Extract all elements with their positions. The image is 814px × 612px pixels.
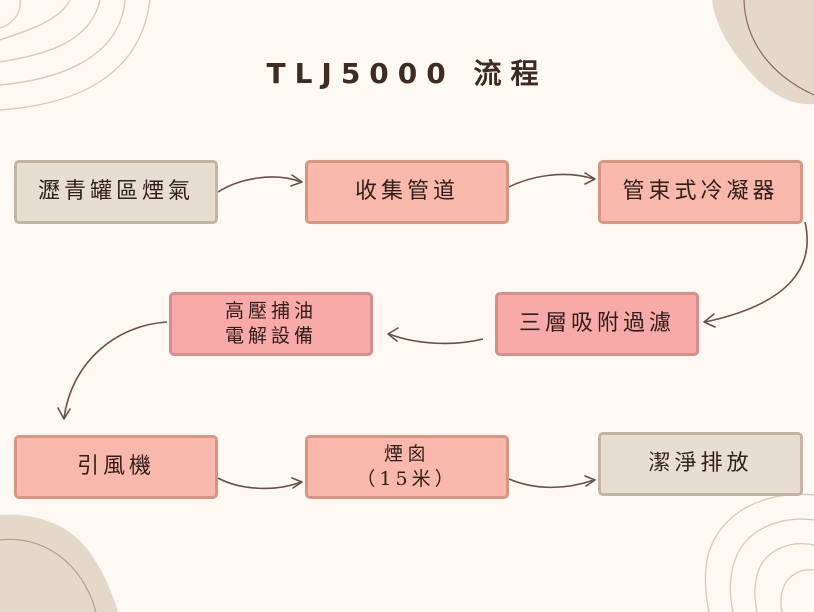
contour-lines-top-right xyxy=(743,0,814,96)
node-induced-draft-fan: 引風機 xyxy=(14,435,218,499)
node-high-voltage-oil-capture: 高壓捕油 電解設備 xyxy=(169,292,373,356)
node-label: 收集管道 xyxy=(354,179,459,204)
node-label: 潔淨排放 xyxy=(648,451,753,476)
node-label: 管束式冷凝器 xyxy=(622,179,779,204)
node-collection-duct: 收集管道 xyxy=(305,160,509,224)
arrow-n4-n5 xyxy=(387,327,484,345)
node-label: 三層吸附過濾 xyxy=(518,311,675,336)
contour-lines-bottom-left xyxy=(0,538,97,612)
node-chimney: 煙囪 （15米） xyxy=(305,435,509,499)
node-label: 瀝青罐區煙氣 xyxy=(37,179,194,204)
arrow-n2-n3 xyxy=(502,172,596,191)
arrow-n5-n6 xyxy=(57,321,168,420)
node-label: 引風機 xyxy=(76,454,155,479)
node-label-line-2: （15米） xyxy=(356,468,458,490)
node-clean-emission: 潔淨排放 xyxy=(598,432,803,496)
node-label-line-1: 煙囪 xyxy=(383,443,430,465)
node-three-layer-adsorption-filter: 三層吸附過濾 xyxy=(495,292,699,356)
blob-top-right xyxy=(712,0,814,105)
arrow-n3-n4 xyxy=(703,221,808,328)
blob-bottom-left xyxy=(0,514,118,612)
diagram-title: TLJ5000 流程 xyxy=(266,57,548,90)
arrow-n6-n7 xyxy=(217,477,303,490)
node-tube-bundle-condenser: 管束式冷凝器 xyxy=(598,160,803,224)
contour-lines-top-left xyxy=(0,0,151,111)
arrow-n7-n8 xyxy=(508,475,596,489)
node-asphalt-tank-fumes: 瀝青罐區煙氣 xyxy=(14,160,218,224)
contour-lines-bottom-right xyxy=(704,493,814,612)
node-label-line-1: 高壓捕油 xyxy=(224,300,317,322)
node-label-line-2: 電解設備 xyxy=(224,325,317,347)
arrow-n1-n2 xyxy=(217,174,303,193)
